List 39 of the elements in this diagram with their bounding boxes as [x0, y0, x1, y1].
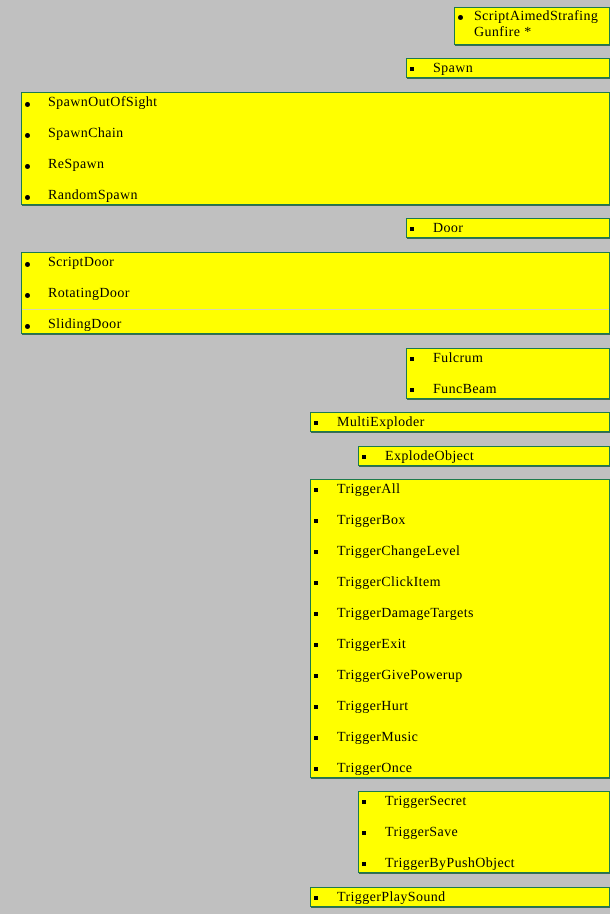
list-box — [310, 412, 610, 432]
item-label: Fulcrum — [433, 350, 484, 368]
list-box — [406, 348, 610, 399]
item-label: TriggerSave — [385, 824, 458, 842]
item-label: TriggerSecret — [385, 793, 467, 811]
item-label: TriggerGivePowerup — [337, 667, 463, 685]
item-label: TriggerOnce — [337, 760, 412, 778]
item-label: TriggerClickItem — [337, 574, 441, 592]
item-label: TriggerPlaySound — [337, 889, 446, 907]
item-label: TriggerDamageTargets — [337, 605, 474, 623]
item-label: SpawnChain — [48, 125, 124, 143]
item-label: TriggerExit — [337, 636, 406, 654]
item-label: SlidingDoor — [48, 316, 122, 334]
list-box — [358, 446, 610, 466]
item-label: TriggerAll — [337, 481, 400, 499]
item-label: RotatingDoor — [48, 285, 130, 303]
list-box — [21, 92, 610, 205]
list-box — [406, 218, 610, 238]
item-label: Spawn — [433, 60, 474, 78]
item-label: SpawnOutOfSight — [48, 94, 158, 112]
item-label: RandomSpawn — [48, 187, 138, 205]
list-box — [406, 58, 610, 78]
item-label: TriggerByPushObject — [385, 855, 515, 873]
item-label: TriggerBox — [337, 512, 406, 530]
item-label: FuncBeam — [433, 381, 497, 399]
item-label: ScriptAimedStrafing Gunfire * — [474, 9, 600, 41]
list-box — [310, 479, 610, 778]
item-label: TriggerChangeLevel — [337, 543, 460, 561]
item-label: ReSpawn — [48, 156, 104, 174]
item-label: TriggerMusic — [337, 729, 418, 747]
item-label: MultiExploder — [337, 414, 425, 432]
item-label: ScriptDoor — [48, 254, 114, 272]
item-label: TriggerHurt — [337, 698, 409, 716]
list-box — [454, 7, 610, 45]
list-box — [310, 887, 610, 907]
item-label: ExplodeObject — [385, 448, 474, 466]
list-box — [358, 791, 610, 873]
item-label: Door — [433, 220, 464, 238]
list-box — [21, 252, 610, 334]
